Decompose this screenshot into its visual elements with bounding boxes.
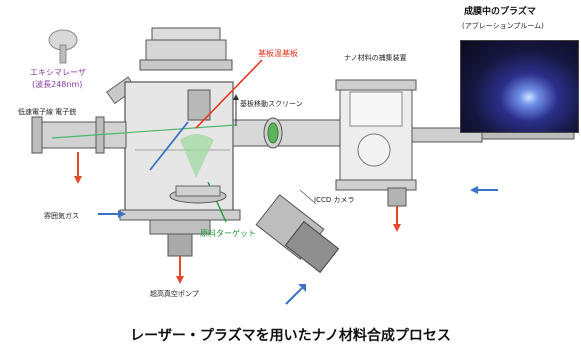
photo-subtitle: (アブレーションプルーム) bbox=[462, 22, 544, 30]
substrate-arrow bbox=[233, 94, 239, 126]
camera-arrow bbox=[285, 284, 306, 305]
electron-gun-label: 低速電子線 電子銃 bbox=[18, 108, 77, 116]
right-gas-arrow bbox=[470, 186, 498, 194]
nano-catcher-label: ナノ材料の捕集装置 bbox=[344, 54, 407, 62]
excimer-laser-icon bbox=[48, 29, 78, 64]
gas-inlet-arrow bbox=[98, 210, 126, 218]
nano-catcher bbox=[232, 79, 575, 207]
heater-arrow-center bbox=[176, 256, 184, 284]
plume bbox=[180, 134, 214, 178]
diagram-caption: レーザー・プラズマを用いたナノ材料合成プロセス bbox=[130, 328, 451, 344]
main-chamber bbox=[119, 27, 241, 257]
gas-inlet-label: 雰囲気ガス bbox=[44, 212, 79, 220]
target-stage bbox=[169, 185, 227, 204]
laser-beam bbox=[51, 124, 237, 139]
laser-beam-blue bbox=[149, 121, 189, 171]
ablation-plume-photo bbox=[460, 40, 579, 133]
photo-title: 成膜中のプラズマ bbox=[464, 7, 536, 17]
target-label: 原料ターゲット bbox=[200, 229, 256, 238]
camera-leader bbox=[299, 189, 317, 205]
substrate-label: 基板温基板 bbox=[258, 49, 298, 58]
heater-arrow-left bbox=[74, 152, 82, 184]
electron-gun bbox=[31, 116, 127, 154]
camera-label: ICCD カメラ bbox=[314, 196, 355, 204]
heater-arrow-right bbox=[393, 206, 401, 232]
iccd-camera bbox=[255, 194, 340, 274]
screen-label: 基板移動スクリーン bbox=[240, 100, 303, 108]
screen-ring bbox=[263, 117, 283, 149]
laser-label: エキシマレーザ bbox=[30, 68, 86, 77]
laser-wavelength-label: (波長248nm) bbox=[32, 80, 83, 89]
substrate-pointer bbox=[195, 59, 263, 129]
pump-label: 超高真空ポンプ bbox=[150, 290, 199, 298]
